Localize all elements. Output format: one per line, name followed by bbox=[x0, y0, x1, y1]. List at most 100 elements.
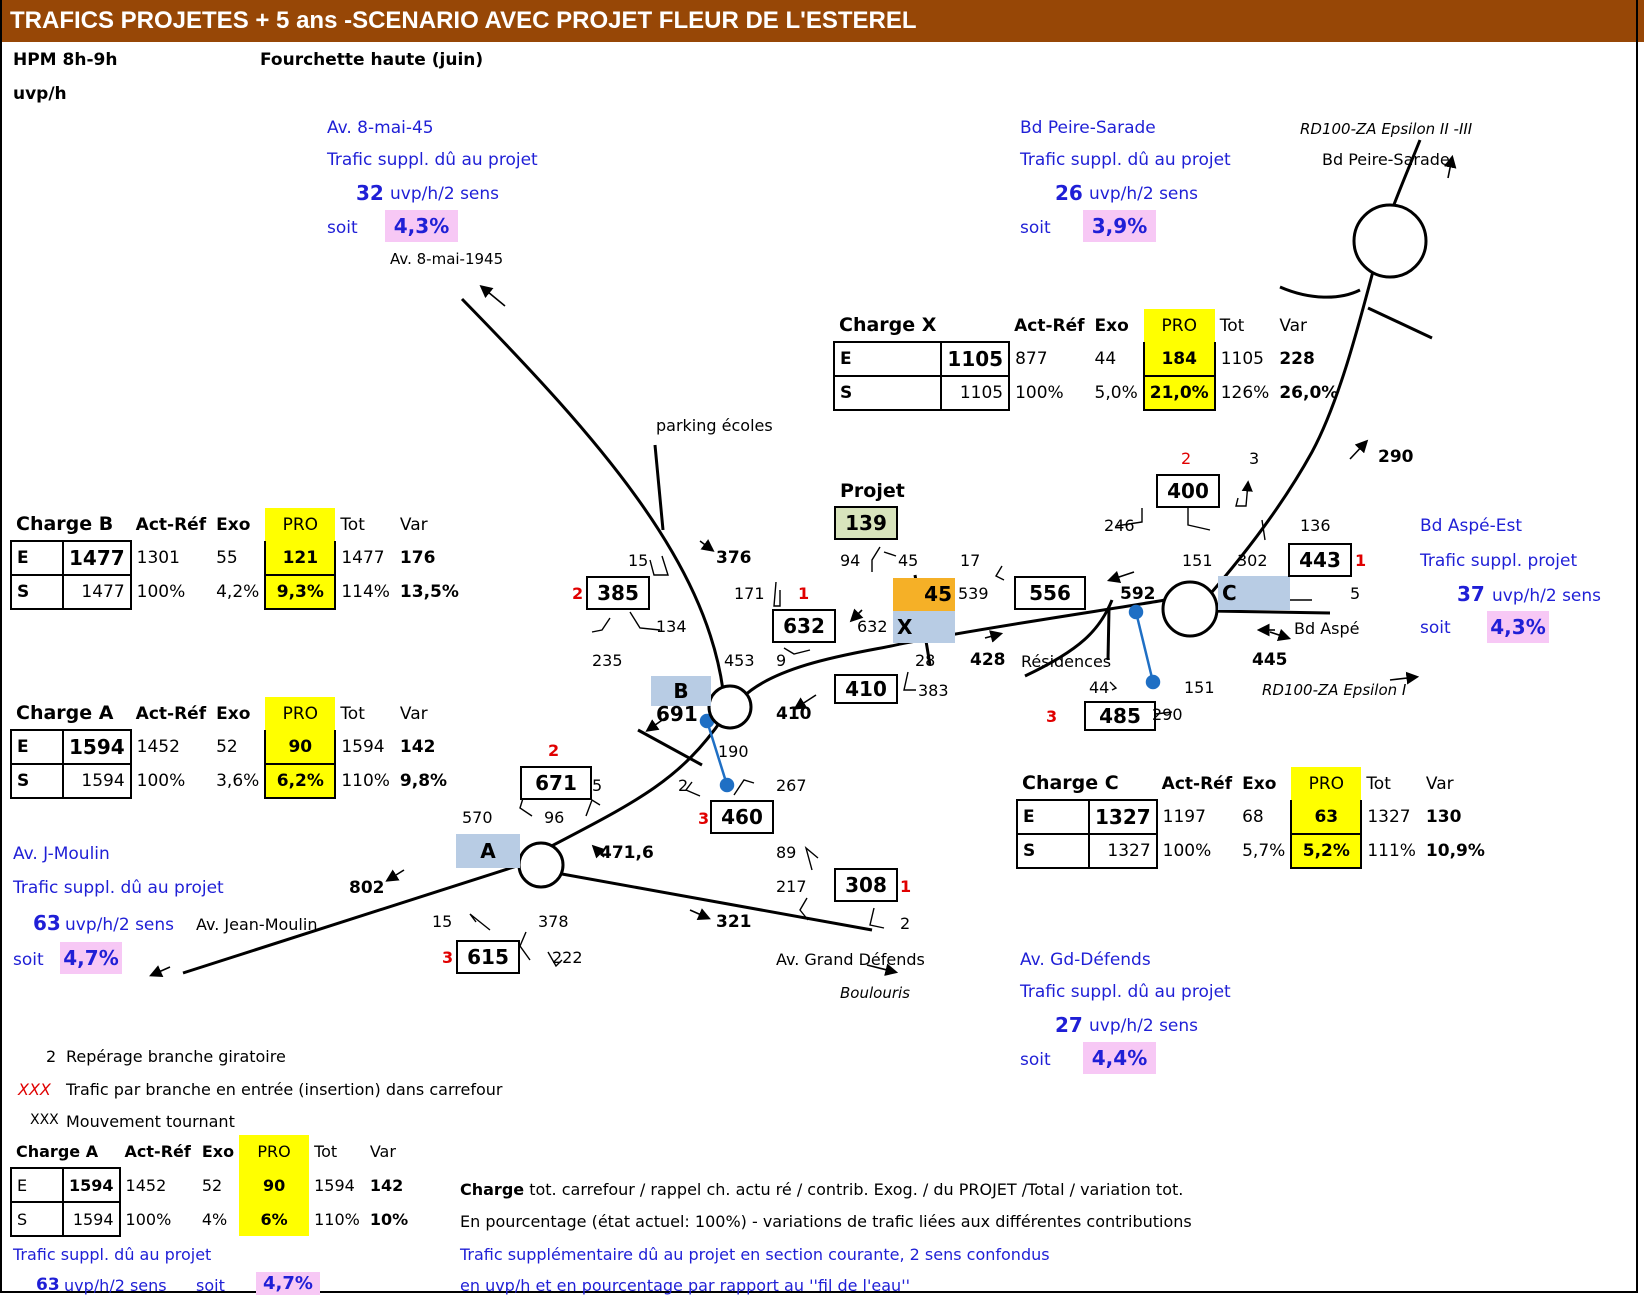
cell: 10% bbox=[369, 1209, 409, 1229]
flow-num: 471,6 bbox=[600, 843, 654, 863]
info-unit: uvp/h/2 sens bbox=[65, 915, 175, 935]
cell: 26,0% bbox=[1279, 383, 1339, 403]
legend-supp-value: 63 bbox=[36, 1275, 60, 1295]
road-grand-defends bbox=[561, 872, 873, 932]
flow-num: 89 bbox=[776, 843, 797, 862]
branch-num: 3 bbox=[698, 809, 710, 828]
cell: 110% bbox=[341, 771, 390, 791]
flow-num: 96 bbox=[544, 808, 565, 827]
cell: 1594 bbox=[341, 737, 385, 757]
roundabout-c bbox=[1161, 580, 1219, 638]
legend-supp-label: Trafic suppl. dû au projet bbox=[13, 1245, 212, 1264]
flow-num: 570 bbox=[462, 808, 493, 827]
flow-num: 171 bbox=[734, 584, 765, 603]
cell: 1594 bbox=[62, 1167, 121, 1203]
cell: 5,0% bbox=[1094, 383, 1138, 403]
flow-num: 151 bbox=[1184, 678, 1215, 697]
col-pro: PRO bbox=[265, 697, 336, 730]
info-road-name: Av. Gd-Défends bbox=[1020, 950, 1151, 970]
info-label: Trafic suppl. dû au projet bbox=[1020, 150, 1231, 170]
col-tot: Tot bbox=[340, 703, 365, 724]
flow-num: 151 bbox=[1182, 551, 1213, 570]
cell: 1594 bbox=[62, 1201, 121, 1237]
cell: 142 bbox=[399, 737, 436, 757]
branch-num: 1 bbox=[900, 877, 912, 896]
col-var: Var bbox=[369, 1142, 396, 1161]
branch-num: 3 bbox=[1046, 707, 1058, 726]
projet-label: Projet bbox=[840, 480, 905, 502]
road-label-mai1945: Av. 8-mai-1945 bbox=[390, 250, 504, 268]
cell: 21,0% bbox=[1142, 375, 1216, 411]
info-label: Trafic suppl. dû au projet bbox=[327, 150, 538, 170]
cell: 228 bbox=[1279, 349, 1315, 369]
box-460: 460 bbox=[710, 800, 774, 834]
cell: 877 bbox=[1015, 349, 1048, 369]
info-soit: soit bbox=[1020, 218, 1051, 238]
cell: 68 bbox=[1242, 807, 1264, 827]
flow-num: 453 bbox=[724, 651, 755, 670]
legend-supp-unit: uvp/h/2 sens bbox=[64, 1276, 167, 1295]
cell: 63 bbox=[1290, 800, 1363, 834]
charge-name: Charge B bbox=[16, 513, 114, 535]
col-var: Var bbox=[1279, 315, 1308, 336]
row-s: S bbox=[1016, 833, 1089, 869]
flow-num: 383 bbox=[918, 681, 949, 700]
col-pro: PRO bbox=[239, 1135, 310, 1168]
flow-num: 17 bbox=[960, 551, 981, 570]
cell: 5,7% bbox=[1242, 841, 1286, 861]
page-title: TRAFICS PROJETES + 5 ans -SCENARIO AVEC … bbox=[0, 0, 1644, 42]
cell: 90 bbox=[239, 1168, 310, 1202]
cell: 55 bbox=[216, 548, 238, 568]
flow-num: 134 bbox=[656, 617, 687, 636]
road-res-stub bbox=[1106, 608, 1111, 661]
cell: 1594 bbox=[62, 729, 132, 765]
flow-num: 802 bbox=[349, 878, 385, 898]
charge-name: Charge C bbox=[1022, 772, 1119, 794]
info-value: 32 bbox=[356, 181, 384, 205]
branch-num: 1 bbox=[798, 584, 810, 603]
flow-num: 376 bbox=[716, 548, 752, 568]
info-label: Trafic suppl. dû au projet bbox=[13, 878, 224, 898]
cell: 1452 bbox=[125, 1175, 167, 1195]
node-a-label: A bbox=[456, 834, 520, 868]
cell: 1105 bbox=[1220, 349, 1264, 369]
road-aspe bbox=[1209, 609, 1331, 615]
col-pro: PRO bbox=[1291, 767, 1362, 800]
flow-num: 2 bbox=[900, 914, 911, 933]
road-ab bbox=[539, 717, 725, 854]
info-pct: 4,7% bbox=[60, 942, 122, 974]
row-e: E bbox=[10, 540, 63, 576]
info-unit: uvp/h/2 sens bbox=[1089, 1016, 1199, 1036]
period-label: HPM 8h-9h bbox=[13, 50, 118, 70]
flow-num: 592 bbox=[1120, 584, 1156, 604]
flow-num: 5 bbox=[592, 776, 603, 795]
cell: 3,6% bbox=[216, 771, 260, 791]
flow-num: 9 bbox=[776, 651, 787, 670]
cell: 111% bbox=[1367, 841, 1416, 861]
branch-num: 2 bbox=[548, 741, 560, 760]
info-road-name: Bd Aspé-Est bbox=[1420, 516, 1522, 536]
col-pro: PRO bbox=[1143, 309, 1215, 342]
roundabout-b bbox=[707, 684, 753, 730]
info-pct: 4,3% bbox=[1487, 611, 1549, 643]
flow-num: 267 bbox=[776, 776, 807, 795]
cell: 100% bbox=[125, 1209, 172, 1229]
branch-num: 1 bbox=[1355, 551, 1367, 570]
col-exo: Exo bbox=[1094, 315, 1129, 336]
box-400: 400 bbox=[1156, 474, 1220, 508]
cell: 1327 bbox=[1367, 807, 1411, 827]
cell: 52 bbox=[201, 1175, 223, 1195]
cell: 9,8% bbox=[399, 771, 448, 791]
flow-num: 632 bbox=[857, 617, 888, 636]
legend-text: Repérage branche giratoire bbox=[66, 1047, 286, 1066]
flow-num: 28 bbox=[915, 651, 936, 670]
cell: 1105 bbox=[940, 341, 1011, 377]
col-act: Act-Réf bbox=[135, 703, 207, 724]
col-act: Act-Réf bbox=[1161, 773, 1233, 794]
flow-num: 302 bbox=[1237, 551, 1268, 570]
info-value: 37 bbox=[1457, 582, 1485, 606]
cell: 142 bbox=[369, 1175, 404, 1195]
